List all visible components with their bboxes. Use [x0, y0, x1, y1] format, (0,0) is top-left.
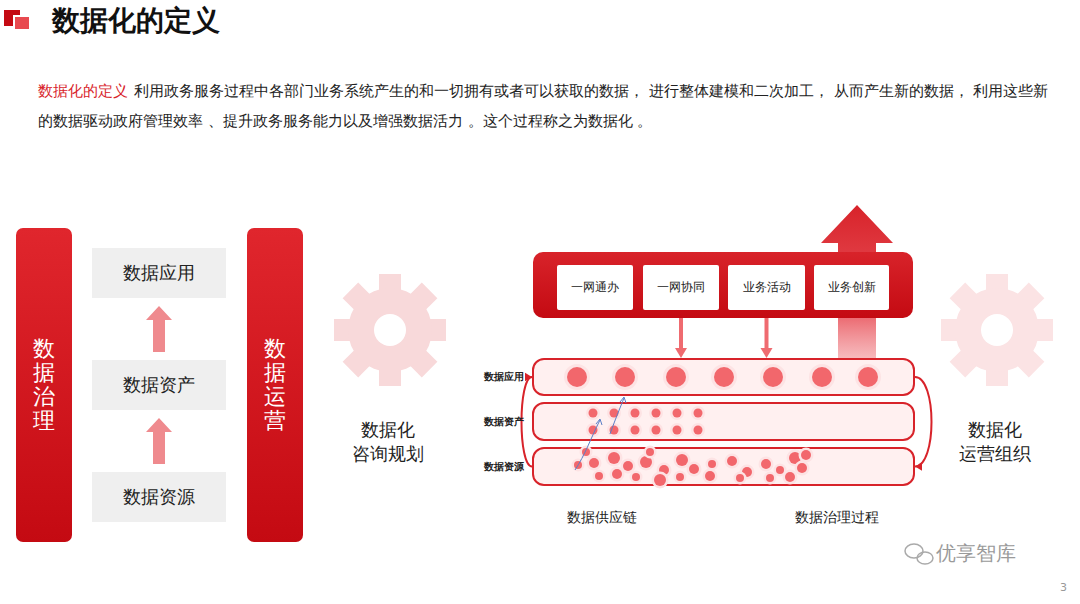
box-label: 数据资产 — [123, 373, 195, 397]
white-box: 一网协同 — [643, 265, 719, 310]
gear — [334, 274, 446, 386]
layer-label: 数据应用 — [484, 370, 524, 384]
arrowhead — [761, 348, 773, 358]
arrowhead — [915, 462, 922, 470]
block-arrow — [146, 418, 172, 464]
page-number: 3 — [1060, 581, 1067, 594]
layer-label: 数据资源 — [484, 460, 524, 474]
white-box: 一网通办 — [557, 265, 633, 310]
red-vertical-bar: 数据治理 — [16, 228, 72, 542]
axis-label: 数据供应链 — [567, 509, 637, 527]
definition-body: 利用政务服务过程中各部门业务系统产生的和一切拥有或者可以获取的数据， 进行整体建… — [38, 82, 1048, 130]
vertical-label: 数据治理 — [33, 337, 55, 434]
gear-caption: 数据化 运营组织 — [959, 418, 1031, 467]
title-icon — [14, 16, 30, 30]
box-label: 数据资源 — [123, 485, 195, 509]
gear — [941, 274, 1053, 386]
box-label: 数据应用 — [123, 261, 195, 285]
data-layer: 数据资产 — [532, 402, 915, 441]
layer-label: 数据资产 — [484, 415, 524, 429]
white-box: 业务创新 — [814, 265, 889, 310]
block-arrow — [146, 306, 172, 352]
watermark: 优享智库 — [936, 540, 1016, 567]
white-box: 业务活动 — [728, 265, 805, 310]
box-label: 一网通办 — [571, 279, 619, 296]
arrowhead — [525, 373, 532, 381]
vertical-label: 数据运营 — [264, 337, 286, 434]
cycle-arrow — [915, 377, 932, 467]
grey-box: 数据应用 — [92, 248, 226, 298]
red-vertical-bar: 数据运营 — [247, 228, 303, 542]
gear-caption: 数据化 咨询规划 — [352, 418, 424, 467]
page-title: 数据化的定义 — [52, 2, 220, 40]
arrowhead — [675, 348, 687, 358]
grey-box: 数据资产 — [92, 360, 226, 410]
box-label: 一网协同 — [657, 279, 705, 296]
box-label: 业务创新 — [828, 279, 876, 296]
axis-label: 数据治理过程 — [795, 509, 879, 527]
definition-term: 数据化的定义 — [38, 82, 128, 100]
box-label: 业务活动 — [743, 279, 791, 296]
grey-box: 数据资源 — [92, 472, 226, 522]
data-layer: 数据应用 — [532, 358, 915, 396]
definition-text: 数据化的定义利用政务服务过程中各部门业务系统产生的和一切拥有或者可以获取的数据，… — [38, 76, 1050, 136]
watermark-icon — [905, 544, 933, 564]
data-layer: 数据资源 — [532, 447, 915, 486]
